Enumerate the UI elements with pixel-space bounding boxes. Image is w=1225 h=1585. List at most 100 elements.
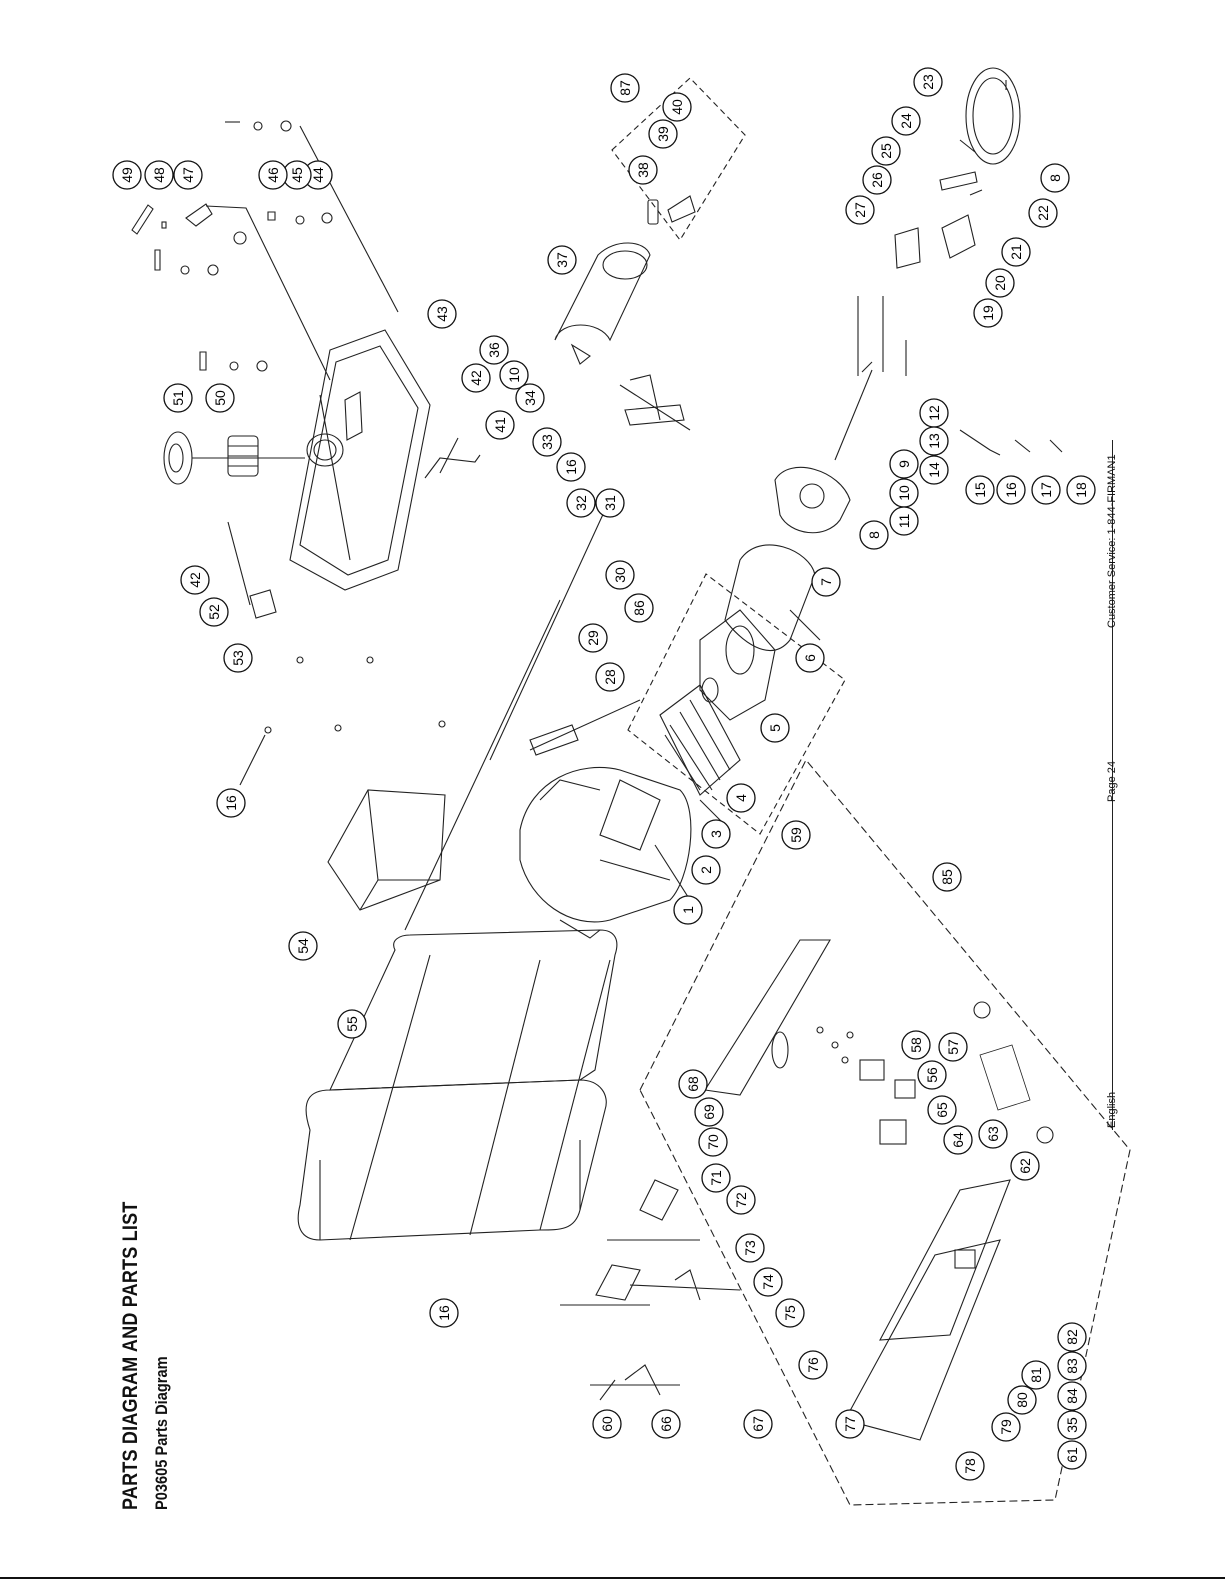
callout-circle	[973, 298, 1003, 328]
callout-circle	[694, 1097, 724, 1127]
callout-number: 73	[742, 1240, 758, 1256]
callout-number: 83	[1064, 1358, 1080, 1374]
callout-number: 43	[434, 306, 450, 322]
callout-circle	[595, 662, 625, 692]
callout-73: 73	[735, 1233, 765, 1263]
callout-number: 45	[289, 167, 305, 183]
callout-circle	[578, 623, 608, 653]
callout-circle	[919, 455, 949, 485]
callout-80: 80	[1007, 1385, 1037, 1415]
callout-circle	[1031, 475, 1061, 505]
callout-20: 20	[985, 268, 1015, 298]
callout-84: 84	[1057, 1381, 1087, 1411]
callout-number: 24	[898, 113, 914, 129]
callout-48: 48	[144, 160, 174, 190]
callout-9: 9	[889, 449, 919, 479]
callout-circle	[781, 820, 811, 850]
callout-circle	[891, 106, 921, 136]
callout-circle	[610, 73, 640, 103]
callout-circle	[1057, 1440, 1087, 1470]
callout-circle	[726, 783, 756, 813]
callout-8: 8	[859, 520, 889, 550]
callout-circle	[461, 363, 491, 393]
callout-10: 10	[889, 478, 919, 508]
callout-60: 60	[592, 1409, 622, 1439]
callout-57: 57	[938, 1032, 968, 1062]
callout-74: 74	[753, 1267, 783, 1297]
diagram-artwork	[131, 67, 1131, 1506]
callout-number: 29	[585, 630, 601, 646]
callout-79: 79	[991, 1412, 1021, 1442]
callout-circle	[760, 713, 790, 743]
callout-number: 15	[972, 482, 988, 498]
callout-number: 6	[802, 654, 818, 662]
callout-number: 77	[842, 1416, 858, 1432]
callout-number: 46	[265, 167, 281, 183]
callout-number: 71	[708, 1170, 724, 1186]
callout-number: 57	[945, 1039, 961, 1055]
callout-number: 10	[506, 367, 522, 383]
callout-number: 21	[1008, 244, 1024, 260]
callout-71: 71	[701, 1163, 731, 1193]
callout-number: 11	[896, 514, 912, 529]
callout-circle	[691, 855, 721, 885]
callout-circle	[427, 299, 457, 329]
callout-circle	[889, 449, 919, 479]
callout-circle	[337, 1009, 367, 1039]
callout-16: 16	[556, 452, 586, 482]
callout-number: 34	[522, 390, 538, 406]
callout-number: 19	[980, 305, 996, 321]
callout-number: 60	[599, 1416, 615, 1432]
callout-number: 48	[151, 167, 167, 183]
callout-number: 27	[852, 202, 868, 218]
callout-67: 67	[743, 1409, 773, 1439]
callout-43: 43	[427, 299, 457, 329]
callout-number: 33	[539, 434, 555, 450]
footer-page-number: Page 24	[1106, 761, 1118, 802]
callout-number: 50	[212, 390, 228, 406]
callout-number: 16	[1003, 482, 1019, 498]
callout-75: 75	[775, 1298, 805, 1328]
callout-circle	[985, 268, 1015, 298]
callout-number: 64	[950, 1132, 966, 1148]
callout-number: 10	[896, 485, 912, 501]
callout-33: 33	[532, 427, 562, 457]
callout-10: 10	[499, 360, 529, 390]
callout-circle	[726, 1185, 756, 1215]
callout-circle	[595, 488, 625, 518]
callout-26: 26	[862, 165, 892, 195]
callout-37: 37	[547, 245, 577, 275]
callout-56: 56	[917, 1060, 947, 1090]
callout-circle	[845, 195, 875, 225]
callout-number: 39	[655, 126, 671, 142]
callout-15: 15	[965, 475, 995, 505]
callout-circle	[288, 931, 318, 961]
callout-51: 51	[163, 383, 193, 413]
callout-65: 65	[927, 1095, 957, 1125]
callout-number: 68	[685, 1076, 701, 1092]
callout-number: 32	[573, 495, 589, 511]
callout-32: 32	[566, 488, 596, 518]
callout-38: 38	[628, 155, 658, 185]
callout-number: 61	[1064, 1447, 1080, 1463]
callout-circle	[662, 92, 692, 122]
callout-number: 31	[602, 495, 618, 511]
callout-circle	[743, 1409, 773, 1439]
callout-number: 42	[468, 370, 484, 386]
callout-circle	[1066, 475, 1096, 505]
callout-circle	[180, 565, 210, 595]
callout-circle	[991, 1412, 1021, 1442]
callout-circle	[938, 1032, 968, 1062]
callout-circle	[532, 427, 562, 457]
callout-number: 22	[1035, 205, 1051, 221]
callout-circle	[566, 488, 596, 518]
callout-circle	[223, 643, 253, 673]
callout-46: 46	[258, 160, 288, 190]
callout-circle	[1001, 237, 1031, 267]
callout-number: 66	[658, 1416, 674, 1432]
callout-circle	[735, 1233, 765, 1263]
callout-45: 45	[282, 160, 312, 190]
callout-number: 82	[1064, 1329, 1080, 1345]
